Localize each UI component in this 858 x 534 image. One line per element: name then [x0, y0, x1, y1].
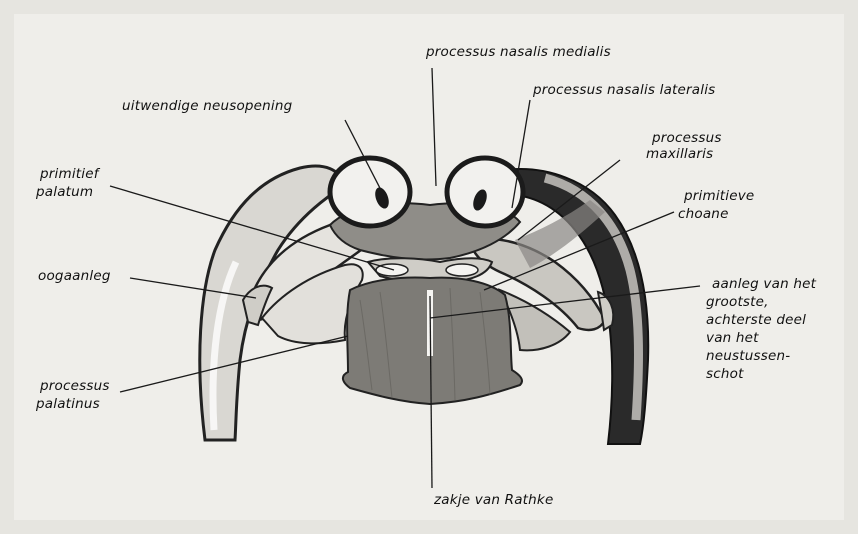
label-uitwendige-neusopening: uitwendige neusopening [122, 98, 292, 114]
label-aanleg-1: aanleg van het [712, 276, 816, 292]
label-processus-nasalis-medialis: processus nasalis medialis [426, 44, 611, 60]
label-primitief-palatum-1: primitief [40, 166, 99, 182]
label-primitieve-choane-1: primitieve [684, 188, 754, 204]
label-aanleg-2: grootste, [706, 294, 769, 310]
label-aanleg-6: schot [706, 366, 744, 382]
label-primitief-palatum-2: palatum [36, 184, 93, 200]
label-oogaanleg: oogaanleg [38, 268, 111, 284]
label-primitieve-choane-2: choane [678, 206, 729, 222]
label-processus-maxillaris-1: processus [652, 130, 722, 146]
label-aanleg-5: neustussen- [706, 348, 790, 364]
label-processus-palatinus-1: processus [40, 378, 110, 394]
label-processus-palatinus-2: palatinus [36, 396, 100, 412]
label-processus-maxillaris-2: maxillaris [646, 146, 713, 162]
label-processus-nasalis-lateralis: processus nasalis lateralis [533, 82, 715, 98]
label-zakje-van-rathke: zakje van Rathke [434, 492, 553, 508]
primitive-choana-right [446, 264, 478, 276]
label-aanleg-3: achterste deel [706, 312, 806, 328]
label-aanleg-4: van het [706, 330, 759, 346]
